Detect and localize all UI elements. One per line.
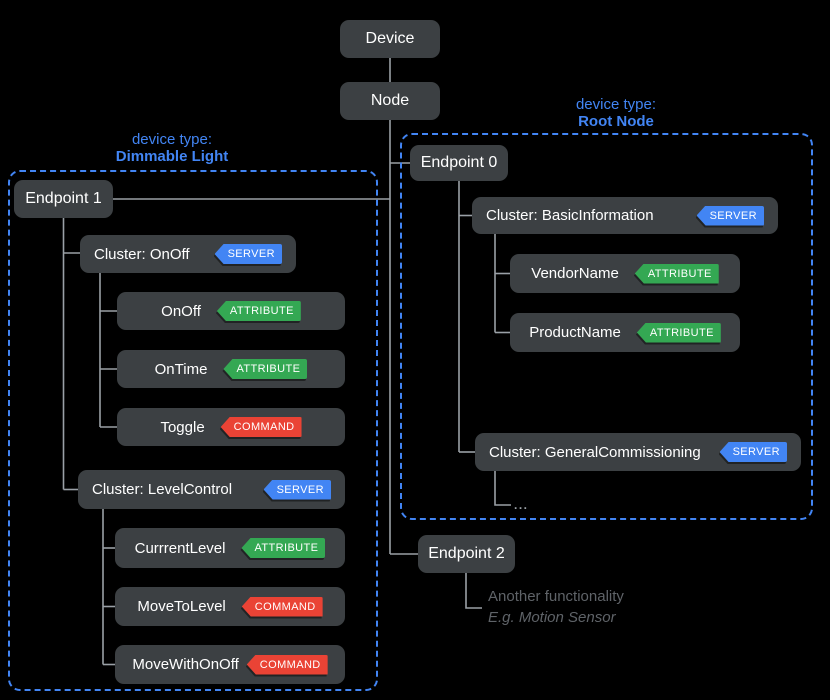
group-label-dimmable-light: device type: Dimmable Light — [52, 131, 292, 165]
attr-ontime-label: OnTime — [154, 360, 208, 378]
node-endpoint1-label: Endpoint 1 — [25, 190, 102, 207]
cmd-movewithonoff-label: MoveWithOnOff — [132, 656, 239, 673]
attribute-badge: ATTRIBUTE — [636, 322, 721, 343]
attribute-badge: ATTRIBUTE — [634, 263, 719, 284]
server-badge: SERVER — [214, 244, 282, 264]
command-badge: COMMAND — [241, 596, 323, 617]
attribute-badge-label: ATTRIBUTE — [223, 359, 308, 379]
node-endpoint2: Endpoint 2 — [418, 535, 515, 573]
server-badge: SERVER — [263, 479, 331, 500]
server-badge-label: SERVER — [719, 442, 787, 462]
node-attr-productname: ProductName ATTRIBUTE — [510, 313, 740, 352]
wire-to-endpoint2-caption — [465, 573, 482, 609]
endpoint2-caption-line2: E.g. Motion Sensor — [488, 609, 616, 626]
attr-productname-label: ProductName — [529, 324, 621, 341]
server-badge: SERVER — [719, 442, 787, 462]
node-cmd-movewithonoff: MoveWithOnOff COMMAND — [115, 645, 345, 684]
endpoint2-caption-line1: Another functionality — [488, 588, 624, 605]
node-cluster-basicinformation: Cluster: BasicInformation SERVER — [472, 197, 778, 234]
node-endpoint1: Endpoint 1 — [14, 180, 113, 218]
command-badge-label: COMMAND — [241, 596, 323, 617]
group-dimmable-light — [8, 170, 378, 691]
command-badge-label: COMMAND — [220, 417, 302, 437]
cmd-toggle-label: Toggle — [160, 418, 205, 436]
server-badge: SERVER — [696, 205, 764, 226]
command-badge-label: COMMAND — [246, 654, 328, 675]
node-node: Node — [340, 82, 440, 120]
node-device: Device — [340, 20, 440, 58]
group-label-line1: device type: — [131, 131, 213, 148]
command-badge: COMMAND — [246, 654, 328, 675]
node-attr-currrentlevel: CurrrentLevel ATTRIBUTE — [115, 528, 345, 568]
command-badge: COMMAND — [220, 417, 302, 437]
group-label-line1: device type: — [575, 96, 657, 113]
ellipsis-more-items: ... — [514, 498, 529, 512]
cluster-levelcontrol-label: Cluster: LevelControl — [92, 481, 233, 498]
attribute-badge-label: ATTRIBUTE — [241, 538, 326, 558]
node-cluster-onoff: Cluster: OnOff SERVER — [80, 235, 296, 273]
attribute-badge: ATTRIBUTE — [223, 359, 308, 379]
cmd-movetolevel-label: MoveToLevel — [137, 598, 226, 615]
attr-onoff-label: OnOff — [161, 302, 201, 320]
node-endpoint0-label: Endpoint 0 — [420, 154, 498, 171]
node-node-label: Node — [370, 92, 410, 109]
endpoint2-caption: Another functionality E.g. Motion Sensor — [488, 586, 624, 628]
group-label-line2: Root Node — [578, 113, 654, 130]
node-endpoint2-label: Endpoint 2 — [428, 545, 505, 562]
server-badge-label: SERVER — [696, 205, 764, 226]
node-endpoint0: Endpoint 0 — [410, 145, 508, 181]
node-cluster-levelcontrol: Cluster: LevelControl SERVER — [78, 470, 345, 509]
attribute-badge: ATTRIBUTE — [216, 301, 301, 321]
attribute-badge: ATTRIBUTE — [241, 538, 326, 558]
server-badge-label: SERVER — [214, 244, 282, 264]
node-cluster-generalcommissioning: Cluster: GeneralCommissioning SERVER — [475, 433, 801, 471]
group-label-root-node: device type: Root Node — [496, 96, 736, 130]
attribute-badge-label: ATTRIBUTE — [634, 263, 719, 284]
cluster-basicinformation-label: Cluster: BasicInformation — [486, 207, 654, 224]
attribute-badge-label: ATTRIBUTE — [216, 301, 301, 321]
node-attr-onoff: OnOff ATTRIBUTE — [117, 292, 345, 330]
cluster-onoff-label: Cluster: OnOff — [94, 245, 190, 263]
attr-currrentlevel-label: CurrrentLevel — [134, 539, 226, 557]
attribute-badge-label: ATTRIBUTE — [636, 322, 721, 343]
server-badge-label: SERVER — [263, 479, 331, 500]
node-cmd-movetolevel: MoveToLevel COMMAND — [115, 587, 345, 626]
cluster-generalcommissioning-label: Cluster: GeneralCommissioning — [489, 443, 701, 461]
node-attr-ontime: OnTime ATTRIBUTE — [117, 350, 345, 388]
group-label-line2: Dimmable Light — [115, 148, 229, 165]
node-device-label: Device — [365, 30, 415, 47]
attr-vendorname-label: VendorName — [531, 265, 619, 282]
node-attr-vendorname: VendorName ATTRIBUTE — [510, 254, 740, 293]
node-cmd-toggle: Toggle COMMAND — [117, 408, 345, 446]
wire-to-ellipsis — [494, 471, 511, 506]
group-root-node — [400, 133, 813, 520]
